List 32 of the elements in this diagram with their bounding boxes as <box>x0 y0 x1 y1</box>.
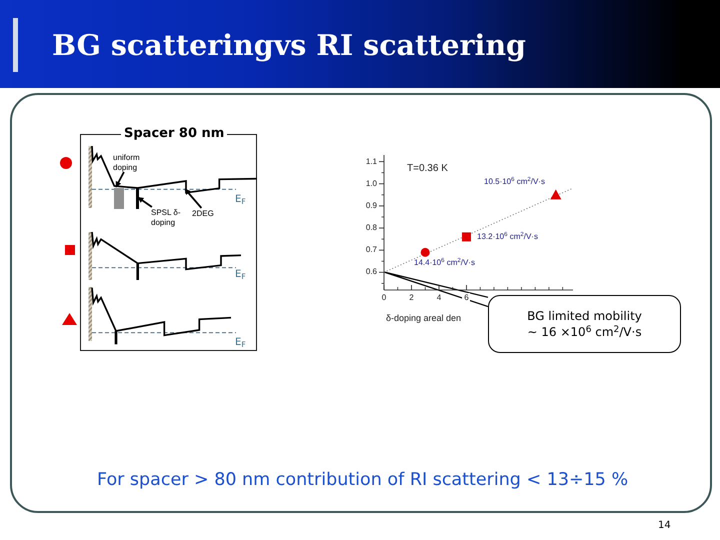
panel-heading: Spacer 80 nm <box>121 125 228 143</box>
layer-label: uniform doping <box>113 153 147 173</box>
annotation-text: T=0.36 K <box>407 163 448 175</box>
tick-label: 4 <box>434 293 443 303</box>
tick-label: 2 <box>407 293 416 303</box>
axis-label: δ-doping areal den <box>386 313 462 324</box>
tick-label: 0.7 <box>364 245 377 256</box>
callout-text: BG limited mobility ~ 16 ×10$^{6}$ cm$^{2}$/V·s <box>526 308 643 340</box>
value-label: 10.5·10$^{6}$ cm$^{2}$/V·s <box>484 177 545 187</box>
doping-spike <box>136 188 139 209</box>
tick-label: 1.0 <box>364 178 377 189</box>
value-label: 13.2·10$^{6}$ cm$^{2}$/V·s <box>477 232 538 242</box>
callout-box <box>488 295 681 353</box>
arrow <box>184 188 202 209</box>
tick-label: 0.9 <box>364 200 377 211</box>
arrow <box>115 172 125 188</box>
layer-label: SPSL δ-doping <box>151 208 189 228</box>
fermi-level-label: E$_{F}$ <box>235 195 246 205</box>
page-number: 14 <box>658 520 671 532</box>
conclusion-text: For spacer > 80 nm contribution of RI scattering < 13÷15 % <box>97 469 628 491</box>
fermi-level-label: E$_{F}$ <box>235 338 246 348</box>
fermi-level-label: E$_{F}$ <box>235 270 246 280</box>
doping-layer-bar <box>114 188 124 209</box>
arrow <box>137 196 152 208</box>
layer-label: 2DEG <box>192 209 218 219</box>
value-label: 14.4·10$^{6}$ cm$^{2}$/V·s <box>414 258 475 268</box>
slide-title: BG scatteringvs RI scattering <box>52 27 526 63</box>
tick-label: 0.8 <box>364 223 377 234</box>
tick-label: 0.6 <box>364 267 377 278</box>
tick-label: 0 <box>380 293 388 303</box>
tick-label: 1.1 <box>364 156 377 167</box>
tick-label: 6 <box>462 293 470 303</box>
